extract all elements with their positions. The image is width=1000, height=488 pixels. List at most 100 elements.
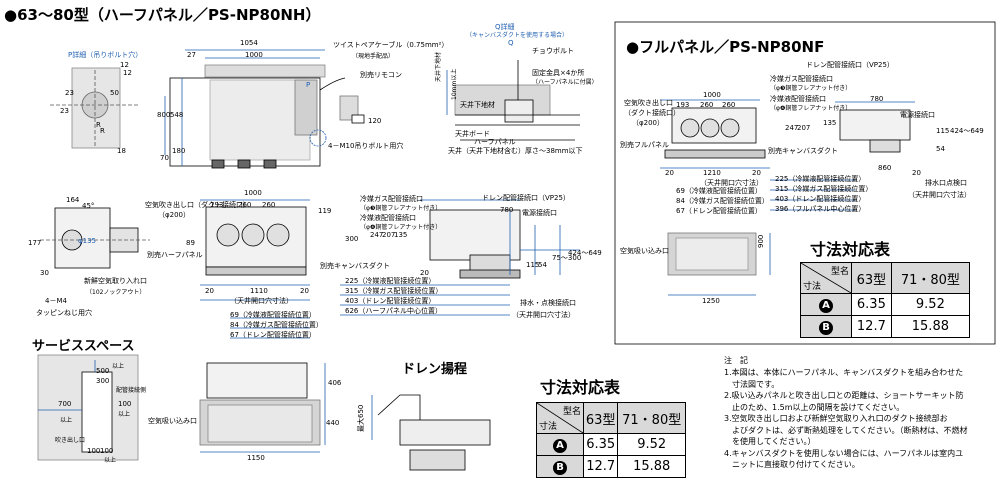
dim-side-207: 207 [382,231,396,239]
table-bottom-row-a-key: A [536,433,584,456]
rs-pos-315: 315（冷媒ガス配管接続位置） [775,185,873,193]
rs-dim-207: 207 [797,124,811,132]
dim-side-247: 247 [370,231,384,239]
q-ceiling-gap: 天井（天井下地材含む）厚さ～38mm以下 [448,147,583,155]
dim-front-193: 193 [210,201,224,209]
twisted-cable-sub: （現地手配品） [352,53,395,60]
rs-pos-front-69: 69（冷媒液配管接続位置） [676,187,762,195]
pos-side-403: 403（ドレン配管接続位置） [345,297,436,305]
rs-full-panel: 別売フルパネル [620,141,669,149]
svc-dim-100b: 100 [100,447,114,455]
ceiling-open-front: （天井開口穴寸法） [230,297,293,305]
dim-side-800: 800 [157,111,171,119]
rs-dim-260a: 260 [700,101,714,109]
svc-dim-700: 700 [58,400,72,408]
outlet-label: 空気吹き出し口（ダクト接続口） [145,201,250,209]
table-right-corner: 型名 寸法 [800,262,852,294]
canvas-duct-label: 別売キャンバスダクト [320,262,390,270]
liquid-port-label: 冷媒液配管接続口 [360,214,416,222]
half-panel-front [206,362,308,399]
note-line-8: 4.キャンバスダクトを使用しない場合には、ハーフパネルは室内ユ [724,448,964,458]
svc-above-4: 以上 [104,457,117,464]
pos-front-69: 69（冷媒液配管接続位置） [230,311,316,319]
rs-dim-780: 780 [870,95,884,103]
table-bottom-corner: 型名 寸法 [536,402,584,434]
rs-dim-20b: 20 [752,169,761,177]
notes-list: 1.本図は、本体にハーフパネル、キャンバスダクトを組み合わせた 寸法図です。 2… [724,367,996,471]
mark-a: A [553,438,567,453]
fresh-air-sub: （102ノックアウト） [86,289,146,296]
unit-side-view [429,209,521,261]
rs-gas-nut: （φ❸銅管フレアナット付き） [770,85,852,92]
dim-p-12: 12 [123,69,132,77]
gas-port-label: 冷媒ガス配管接続口 [360,195,423,203]
table-bottom-dim: 寸法 [539,422,558,432]
table-bottom-b-63: 12.7 [582,455,619,478]
note-line-6: よびダクトは、必ず断熱処理をしてください。（断熱材は、不燃材 [724,425,968,435]
table-bottom-row-b-key: B [536,455,584,478]
rs-power: 電源接続口 [900,111,935,119]
q-chain-bolt: チョウボルト [532,47,574,55]
pos-front-67: 67（ドレン配管接続位置） [230,331,316,339]
rs-ceiling-open: （天井開口穴寸法） [700,179,763,187]
pos-side-315: 315（冷媒ガス配管接続位置） [345,287,443,295]
m4-label: 4－M4 [45,297,67,305]
dim-side-70: 70 [160,154,169,162]
dim-left-45: 45° [82,202,95,210]
dim-p-r2: R [100,127,105,135]
dim-top-12: 12 [120,61,129,69]
dim-front-260b: 260 [262,201,276,209]
rs-dim-860: 860 [878,164,892,172]
svc-dim-300: 300 [96,377,110,385]
table-right-row-a-key: A [800,293,852,316]
rs-dim-20a: 20 [665,169,674,177]
p-marker: P [306,81,311,89]
gas-nut-label: （φ❸銅管フレアナット付き） [360,205,442,212]
power-port-label: 電源接続口 [522,209,557,217]
note-line-3: 2.吸い込みパネルと吹き出し口との距離は、ショートサーキット防 [724,391,964,400]
dim-side-115: 115 [526,261,540,269]
table-right-model: 型名 [830,267,849,277]
twisted-cable-label: ツイストペアケーブル（0.75mm²） [333,41,449,49]
rs-pos-front-84: 84（冷媒ガス配管接続位置） [676,197,769,205]
dim-side-300: 300 [345,235,359,243]
table-right-b-63: 12.7 [851,315,892,338]
remote-label: 別売リモコン [360,71,402,79]
rs-outlet-sub: （ダクト接続口） [624,109,680,117]
q-half-panel: ハーフパネル [474,138,516,146]
table-bottom-col2: 71・80型 [617,402,686,434]
svc-outlet: 吹き出し口 [55,437,86,444]
table-bottom-title: 寸法対応表 [540,378,621,397]
rs-dim-115: 115 [936,127,950,135]
half-dim-406: 406 [328,379,342,387]
dim-side-424: 424～649 [568,249,602,257]
dim-front-89: 89 [186,239,195,247]
rs-pos-396: 396（フルパネル中心位置） [775,205,866,213]
drain-title: ドレン揚程 [402,362,468,377]
dim-front-119: 119 [318,207,332,215]
bolt-holes-label: 4－M10吊りボルト用穴 [328,142,404,150]
rs-dim-424: 424～649 [950,127,984,135]
drain-port-label: ドレン配管接続口（VP25） [482,194,570,202]
dim-top-27: 27 [187,51,196,59]
table-bottom-model: 型名 [562,407,581,417]
dim-top-1000: 1000 [245,51,263,59]
rs-outlet-dia: （φ200） [632,119,664,127]
dim-front-1110: 1110 [250,287,268,295]
mark-b: B [553,460,567,475]
note-line-4: 止のため、1.5m以上の間隔を設けてください。 [724,402,905,412]
p-detail-label: P詳細（吊りボルト穴） [68,51,143,59]
table-bottom-a-63: 6.35 [582,433,619,456]
table-right: 型名 寸法 63型 71・80型 A 6.35 9.52 B 12.7 15.8… [800,262,971,338]
svc-above-1: 以上 [60,417,73,424]
outlet-dia: （φ200） [158,211,190,219]
q-ceiling-board: 天井ボード [455,130,490,138]
dim-120: 120 [368,117,382,125]
remote-box [339,95,359,121]
rs-intake: 空気吸い込み口 [620,247,669,255]
q-ceiling-base: 天井下地材 [460,101,495,109]
dim-side-780: 780 [500,206,514,214]
q-fixing-sub: （ハーフパネルに付属） [532,79,598,86]
fresh-air-label: 新鮮空気取り入れ口 [84,277,147,285]
